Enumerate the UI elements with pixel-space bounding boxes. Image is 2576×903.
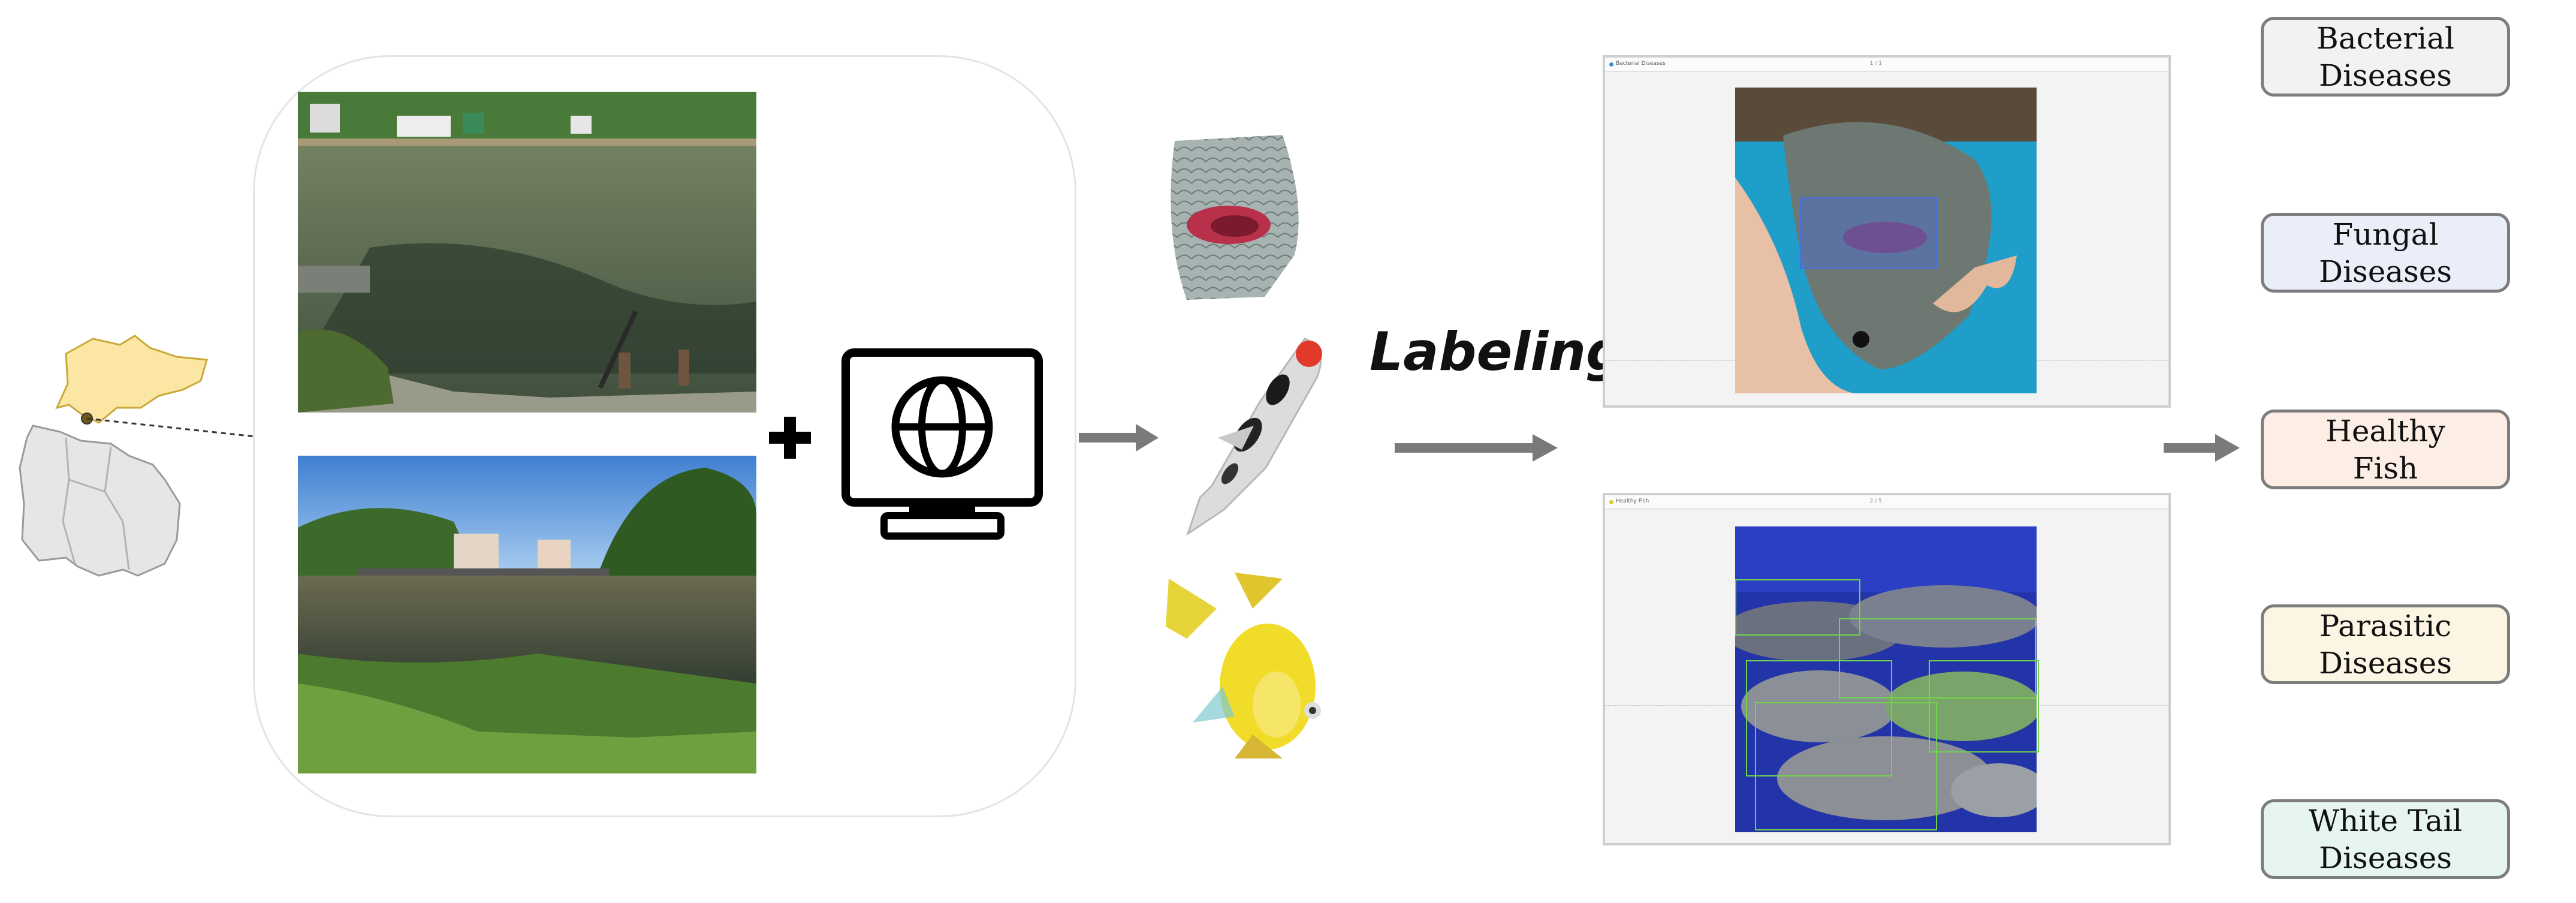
labeling-step-label: Labeling <box>1370 321 1624 383</box>
labeled-image-bacterial[interactable] <box>1735 88 2037 393</box>
category-label: Healthy Fish <box>2325 413 2445 486</box>
plus-icon <box>769 417 811 459</box>
fish-sample-koi <box>1186 338 1322 536</box>
labeling-tool-window-bottom: Healthy Fish 2 / 5 <box>1603 493 2171 845</box>
computer-globe-icon <box>841 348 1043 540</box>
window-title: Bacterial Diseases <box>1616 61 1666 67</box>
bounding-box[interactable] <box>1735 579 1860 636</box>
arrow-right-icon <box>1395 434 1558 462</box>
fish-sample-goldfish <box>1166 573 1321 758</box>
location-map <box>19 335 255 577</box>
category-healthy-fish: Healthy Fish <box>2261 410 2510 489</box>
arrow-right-icon <box>2164 434 2240 462</box>
province-map-icon <box>19 425 181 577</box>
category-label: Bacterial Diseases <box>2316 20 2454 93</box>
labeling-tool-window-top: Bacterial Diseases 1 / 1 <box>1603 55 2171 408</box>
window-app-icon <box>1609 500 1613 504</box>
category-white-tail-diseases: White Tail Diseases <box>2261 799 2510 879</box>
window-page-indicator[interactable]: 1 / 1 <box>1869 61 1883 67</box>
bounding-box[interactable] <box>1746 660 1892 776</box>
pond-photo-top <box>298 92 756 413</box>
category-label: White Tail Diseases <box>2308 803 2463 875</box>
bounding-box[interactable] <box>1755 702 1937 830</box>
labeled-image-healthy[interactable] <box>1735 526 2037 832</box>
window-page-indicator[interactable]: 2 / 5 <box>1869 498 1883 504</box>
window-title: Healthy Fish <box>1616 498 1649 504</box>
bounding-box[interactable] <box>1839 618 2036 699</box>
category-bacterial-diseases: Bacterial Diseases <box>2261 17 2510 97</box>
window-titlebar: Healthy Fish 2 / 5 <box>1605 495 2168 510</box>
bounding-box[interactable] <box>1929 660 2039 752</box>
bounding-box[interactable] <box>1800 197 1937 269</box>
category-parasitic-diseases: Parasitic Diseases <box>2261 604 2510 684</box>
arrow-right-icon <box>1079 424 1159 452</box>
location-leader-line <box>86 417 255 438</box>
highlighted-region-icon <box>55 335 208 424</box>
fish-sample-bacterial <box>1171 135 1299 300</box>
category-label: Fungal Diseases <box>2318 216 2453 289</box>
category-label: Parasitic Diseases <box>2318 608 2453 681</box>
window-app-icon <box>1609 62 1613 67</box>
window-titlebar: Bacterial Diseases 1 / 1 <box>1605 58 2168 72</box>
category-fungal-diseases: Fungal Diseases <box>2261 213 2510 293</box>
pond-photo-bottom <box>298 456 756 773</box>
